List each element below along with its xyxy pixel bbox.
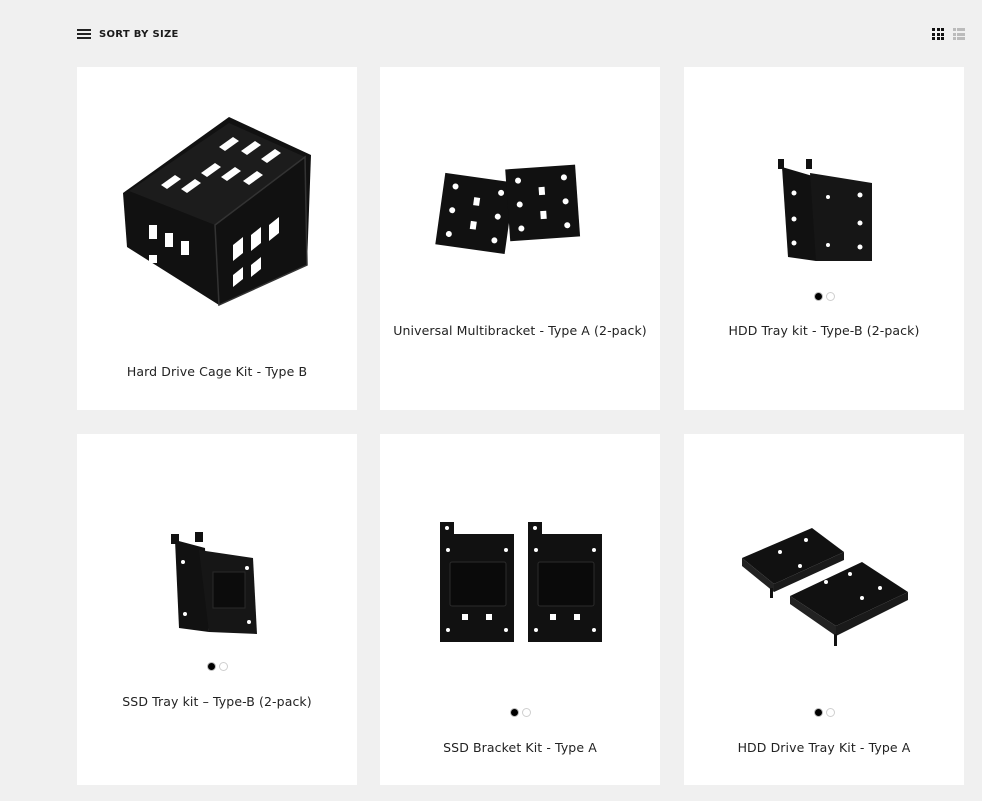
swatch-black[interactable] — [813, 292, 823, 301]
color-swatches — [684, 708, 964, 717]
product-title[interactable]: SSD Tray kit – Type-B (2-pack) — [122, 694, 312, 709]
swatch-black[interactable] — [813, 708, 823, 717]
hamburger-icon — [77, 29, 91, 39]
swatch-white[interactable] — [218, 662, 228, 671]
view-toggles — [932, 28, 965, 40]
product-card[interactable]: HDD Drive Tray Kit - Type A — [684, 434, 964, 785]
product-title[interactable]: Universal Multibracket - Type A (2-pack) — [393, 323, 647, 338]
swatch-black[interactable] — [509, 708, 519, 717]
product-card[interactable]: SSD Tray kit – Type-B (2-pack) — [77, 434, 357, 785]
product-title[interactable]: HDD Drive Tray Kit - Type A — [737, 740, 911, 755]
hdd-tray-a-image — [742, 528, 908, 646]
grid-view-icon[interactable] — [932, 28, 944, 40]
swatch-white[interactable] — [825, 708, 835, 717]
toolbar: SORT BY SIZE — [77, 24, 967, 44]
product-card[interactable]: Universal Multibracket - Type A (2-pack) — [380, 67, 660, 410]
color-swatches — [77, 662, 357, 671]
product-title[interactable]: Hard Drive Cage Kit - Type B — [126, 364, 308, 379]
ssd-tray-b-image — [171, 532, 257, 634]
swatch-black[interactable] — [206, 662, 216, 671]
list-view-icon[interactable] — [953, 28, 965, 40]
product-title[interactable]: SSD Bracket Kit - Type A — [443, 740, 597, 755]
ssd-bracket-a-image — [440, 522, 602, 642]
color-swatches — [380, 708, 660, 717]
product-card[interactable]: SSD Bracket Kit - Type A — [380, 434, 660, 785]
sort-button[interactable]: SORT BY SIZE — [77, 24, 179, 44]
multibracket-image — [435, 164, 581, 254]
product-card[interactable]: Hard Drive Cage Kit - Type B — [77, 67, 357, 410]
color-swatches — [684, 292, 964, 301]
swatch-white[interactable] — [521, 708, 531, 717]
product-title[interactable]: HDD Tray kit - Type-B (2-pack) — [728, 323, 920, 338]
product-card[interactable]: HDD Tray kit - Type-B (2-pack) — [684, 67, 964, 410]
hdd-tray-b-image — [778, 159, 872, 261]
drive-cage-image — [123, 117, 311, 307]
swatch-white[interactable] — [825, 292, 835, 301]
sort-label: SORT BY SIZE — [99, 28, 179, 40]
